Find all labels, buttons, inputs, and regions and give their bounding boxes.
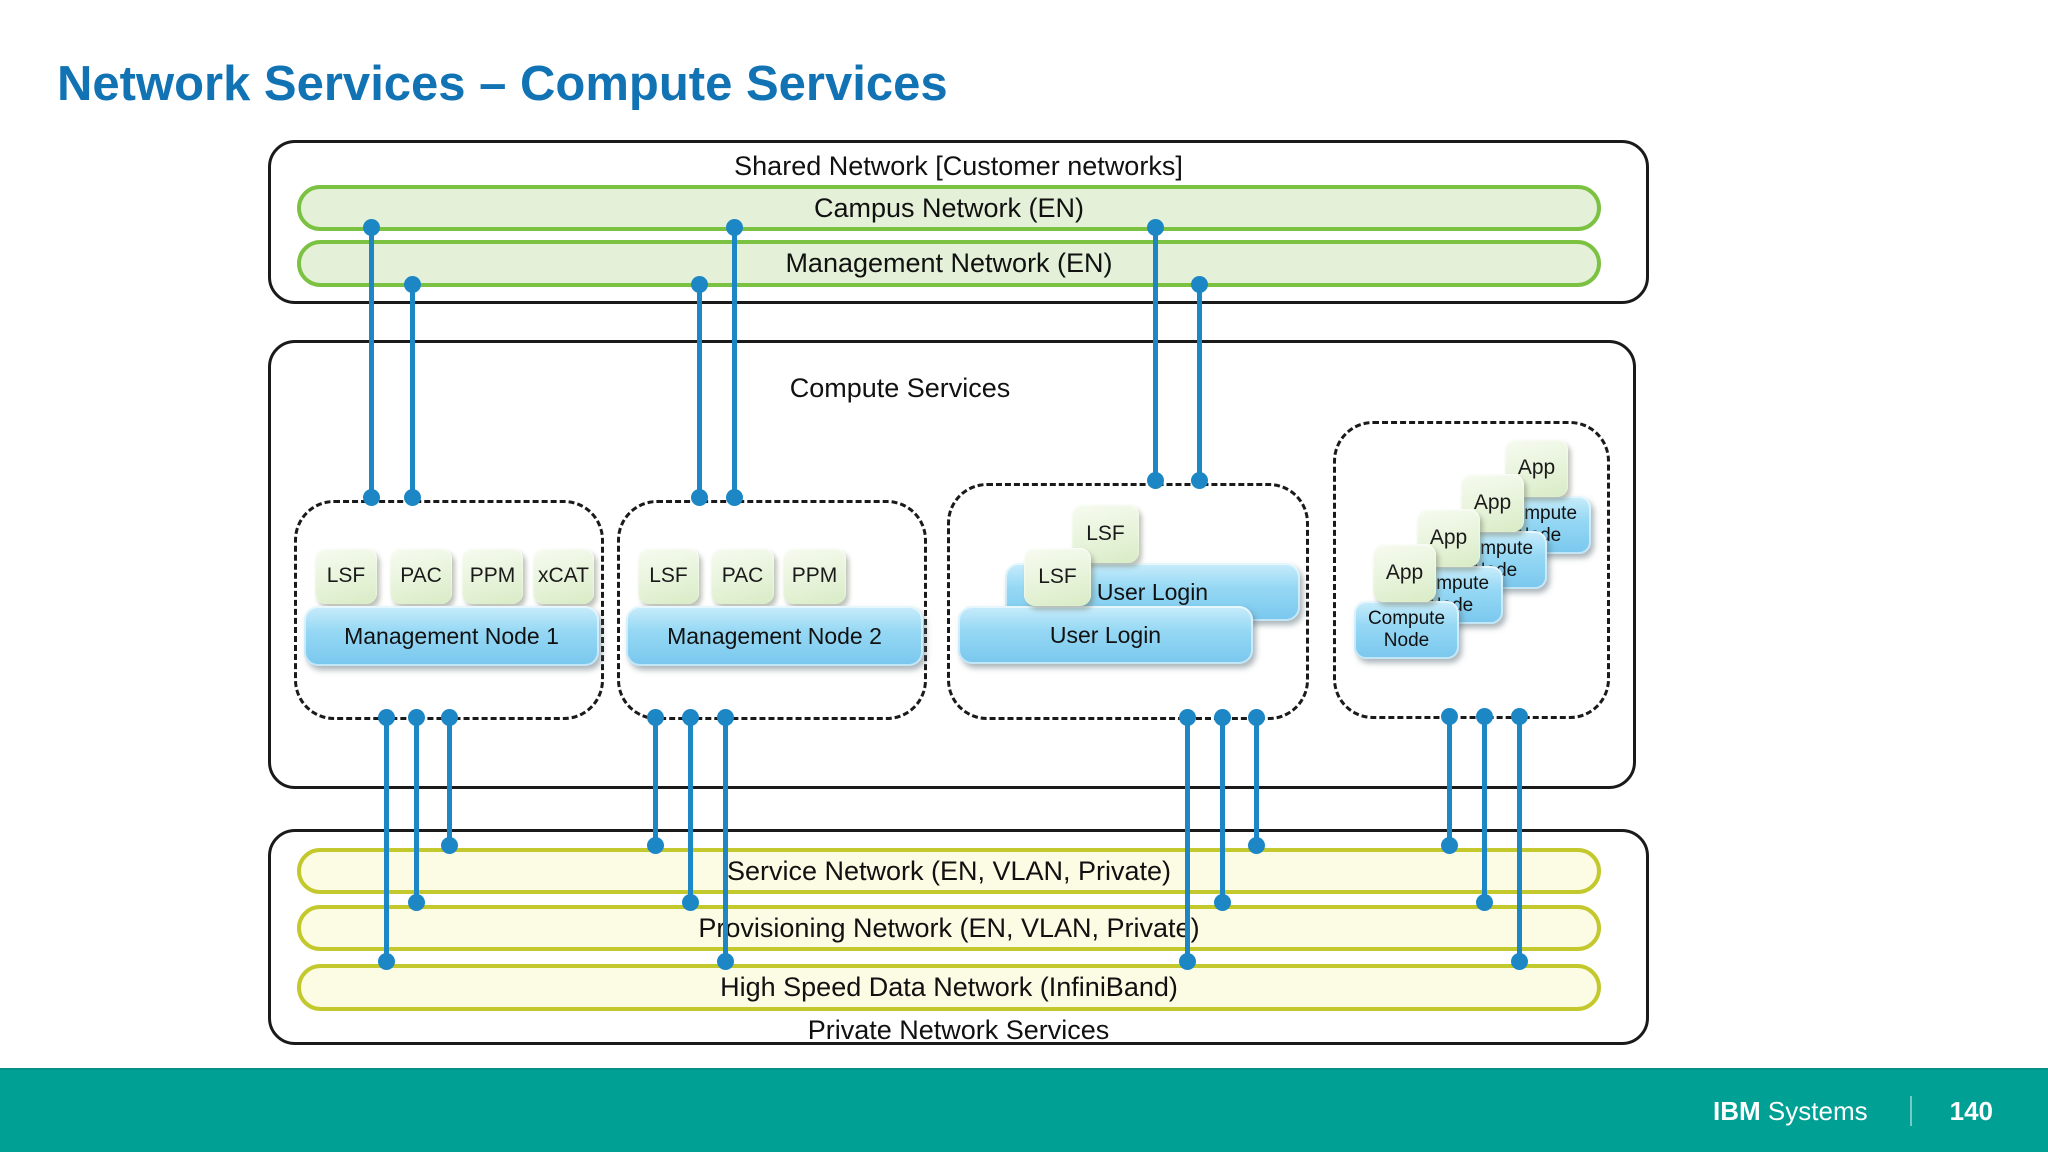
compute-services-box: Compute Services LSF PAC PPM xCAT Manage… [268,340,1636,789]
module-chip: PPM [462,548,523,604]
brand-bold: IBM [1713,1095,1761,1126]
page-number: 140 [1949,1095,1993,1126]
user-login-group: User Login LSF User Login LSF [947,483,1309,720]
page-title: Network Services – Compute Services [57,57,948,111]
management-node-1-bar: Management Node 1 [304,606,599,666]
module-chip: PPM [783,548,846,604]
module-chip: LSF [1024,548,1091,606]
mgmt-node-1-group: LSF PAC PPM xCAT Management Node 1 [294,500,604,720]
compute-node-box: Compute Node [1354,601,1459,659]
brand-rest: Systems [1767,1095,1868,1126]
management-node-2-bar: Management Node 2 [626,606,923,666]
brand-text: IBM Systems [1713,1096,1868,1127]
private-network-box: Service Network (EN, VLAN, Private) Prov… [268,829,1649,1045]
module-chip: LSF [638,548,699,604]
mgmt-node-2-group: LSF PAC PPM Management Node 2 [617,500,927,720]
highspeed-network-pill: High Speed Data Network (InfiniBand) [297,964,1601,1011]
provisioning-network-pill: Provisioning Network (EN, VLAN, Private) [297,905,1601,951]
module-chip: LSF [315,548,377,604]
user-login-bar-front: User Login [958,606,1253,664]
module-chip: PAC [390,548,452,604]
compute-services-label: Compute Services [789,373,1011,403]
management-network-pill: Management Network (EN) [297,240,1601,287]
private-network-label: Private Network Services [807,1015,1110,1045]
module-chip: PAC [711,548,774,604]
service-network-pill: Service Network (EN, VLAN, Private) [297,848,1601,894]
app-chip: App [1373,544,1436,602]
shared-network-box: Shared Network [Customer networks] Campu… [268,140,1649,304]
compute-node-group: Compute Node App Compute Node App Comput… [1333,421,1610,719]
footer-bar: IBM Systems 140 [0,1068,2048,1152]
shared-network-label: Shared Network [Customer networks] [734,151,1183,181]
campus-network-pill: Campus Network (EN) [297,185,1601,231]
module-chip: xCAT [533,548,594,604]
footer-divider [1909,1096,1912,1126]
